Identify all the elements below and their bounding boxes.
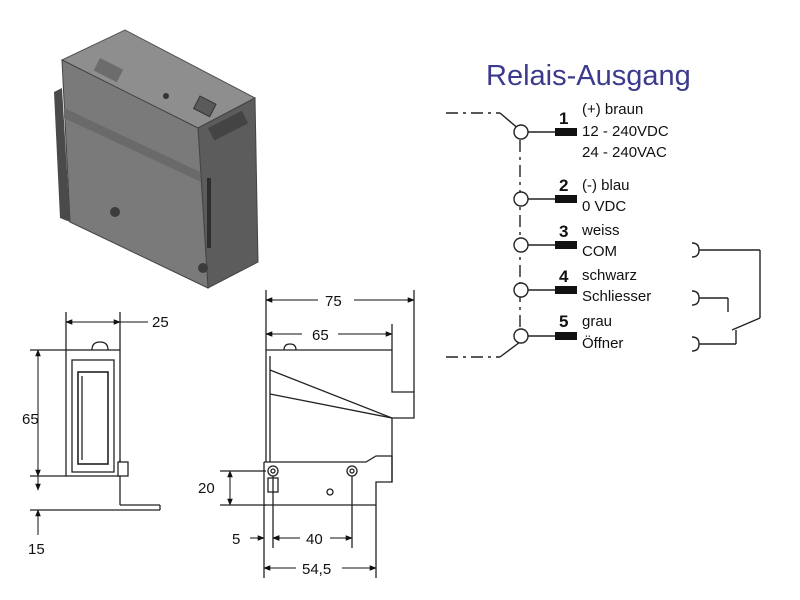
terminal-3-line-2: COM: [582, 243, 617, 260]
terminal-4-line-1: schwarz: [582, 267, 637, 284]
terminal-4-line-2: Schliesser: [582, 288, 651, 305]
dim-bracket-height: 20: [198, 480, 215, 497]
terminal-blocks: [555, 128, 577, 340]
relay-contact-symbol: [691, 242, 761, 352]
terminal-1-number: 1: [559, 109, 568, 128]
terminal-4-number: 4: [559, 267, 569, 286]
dim-side-height: 65: [22, 411, 39, 428]
dim-bracket-width: 54,5: [302, 561, 331, 578]
diagram-title: Relais-Ausgang: [486, 60, 691, 92]
terminal-1-line-3: 24 - 240VAC: [582, 144, 667, 161]
dim-hole-spacing: 40: [306, 531, 323, 548]
terminal-3-number: 3: [559, 222, 568, 241]
wiring-diagram: [446, 112, 555, 358]
terminal-5-line-2: Öffner: [582, 334, 623, 352]
dim-hole-offset: 5: [232, 531, 240, 548]
terminal-2-number: 2: [559, 176, 568, 195]
terminal-2-line-1: (-) blau: [582, 177, 630, 194]
side-view-dimension-lines: [35, 319, 148, 535]
dim-side-width: 25: [152, 314, 169, 331]
terminal-1-line-2: 12 - 240VDC: [582, 123, 669, 140]
terminal-3-line-1: weiss: [581, 222, 620, 239]
side-view-drawing: [30, 312, 161, 511]
terminal-1-line-1: (+) braun: [582, 101, 643, 118]
terminal-2-line-2: 0 VDC: [582, 198, 626, 215]
device-photo: [54, 29, 259, 289]
dim-width-inner: 65: [312, 327, 329, 344]
terminal-5-number: 5: [559, 312, 568, 331]
dim-side-bottom: 15: [28, 541, 45, 558]
terminal-5-line-1: grau: [582, 313, 612, 330]
dim-width-top: 75: [325, 293, 342, 310]
